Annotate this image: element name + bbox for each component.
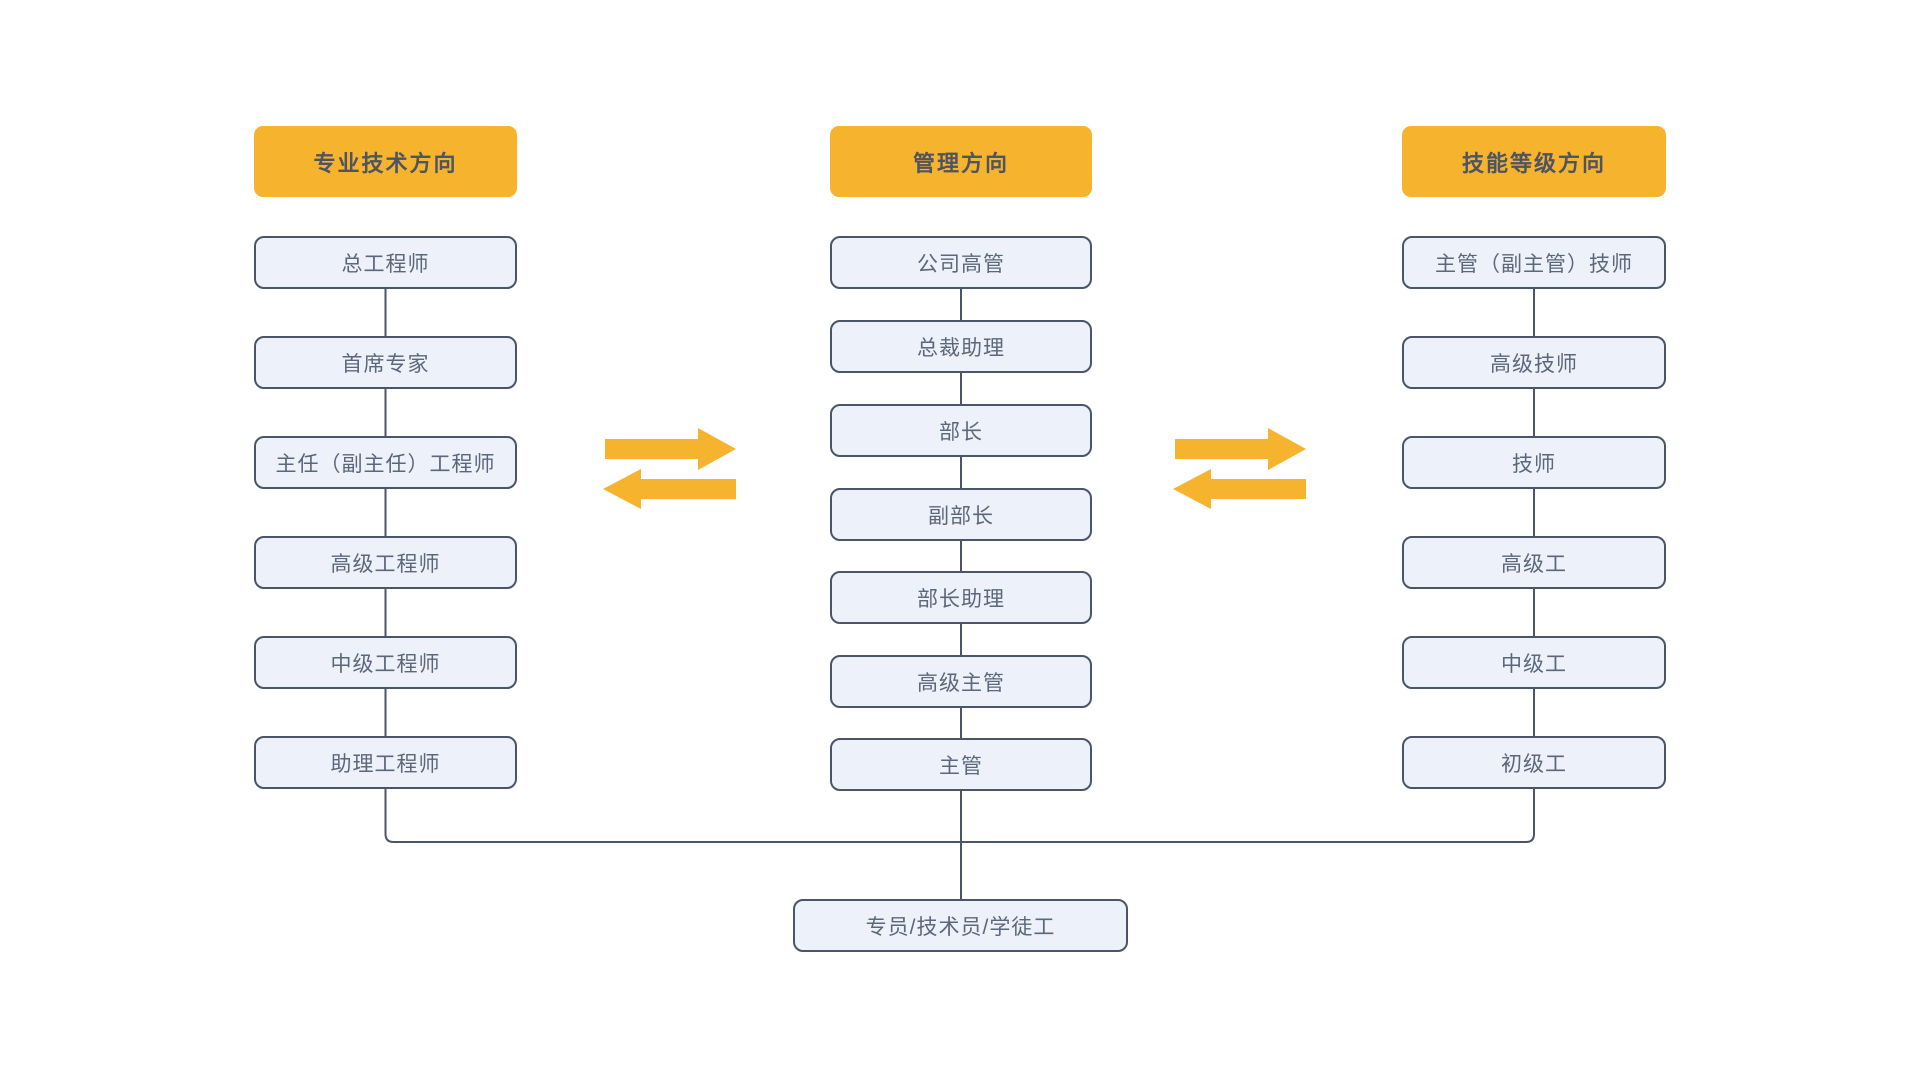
- node-senior-engineer: 高级工程师: [254, 536, 517, 589]
- exchange-arrows-right: [1173, 428, 1306, 509]
- node-director-engineer: 主任（副主任）工程师: [254, 436, 517, 489]
- node-deputy-dept-head: 副部长: [830, 488, 1092, 541]
- node-chief-technician: 主管（副主管）技师: [1402, 236, 1666, 289]
- node-dept-head: 部长: [830, 404, 1092, 457]
- node-dept-head-assistant: 部长助理: [830, 571, 1092, 624]
- connector-lines: [384, 289, 1535, 899]
- node-technician: 技师: [1402, 436, 1666, 489]
- track-header-management: 管理方向: [830, 126, 1092, 197]
- node-intermediate-engineer: 中级工程师: [254, 636, 517, 689]
- arrow-right-icon: [605, 428, 736, 470]
- arrow-right-icon: [1175, 428, 1306, 470]
- node-senior-technician: 高级技师: [1402, 336, 1666, 389]
- node-company-executive: 公司高管: [830, 236, 1092, 289]
- arrow-left-icon: [1173, 469, 1306, 509]
- node-chief-engineer: 总工程师: [254, 236, 517, 289]
- bottom-bus-line: [384, 789, 1535, 843]
- node-junior-worker: 初级工: [1402, 736, 1666, 789]
- node-supervisor: 主管: [830, 738, 1092, 791]
- track-header-skill-grade: 技能等级方向: [1402, 126, 1666, 197]
- node-specialist-technician-apprentice: 专员/技术员/学徒工: [793, 899, 1128, 952]
- exchange-arrows-left: [603, 428, 736, 509]
- node-chief-expert: 首席专家: [254, 336, 517, 389]
- node-senior-worker: 高级工: [1402, 536, 1666, 589]
- node-assistant-engineer: 助理工程师: [254, 736, 517, 789]
- node-president-assistant: 总裁助理: [830, 320, 1092, 373]
- track-header-professional: 专业技术方向: [254, 126, 517, 197]
- node-senior-supervisor: 高级主管: [830, 655, 1092, 708]
- node-intermediate-worker: 中级工: [1402, 636, 1666, 689]
- arrow-left-icon: [603, 469, 736, 509]
